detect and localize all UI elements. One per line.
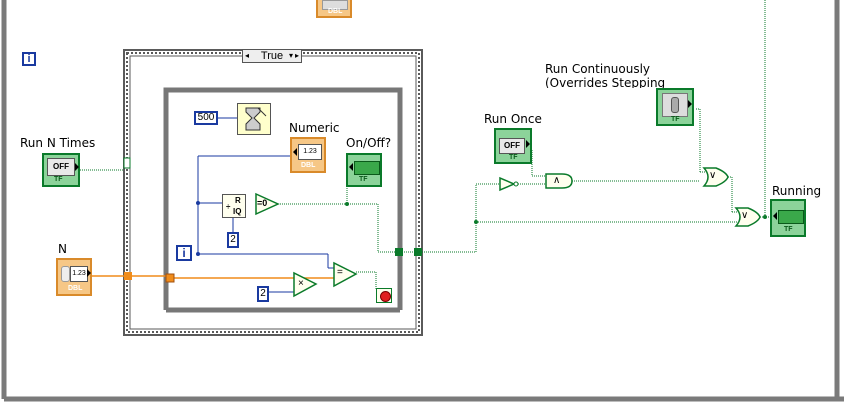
numeric-value: 1.23 [298, 144, 322, 160]
equal-zero-node[interactable] [255, 192, 280, 216]
numeric-arrow-icon [293, 148, 297, 156]
case-tunnel-bool [414, 248, 422, 256]
case-next-icon[interactable]: ▸ [294, 51, 299, 60]
run-once-control[interactable]: OFF TF [494, 128, 532, 164]
numeric-indicator[interactable]: 1.23 DBL [290, 137, 326, 173]
equals-label: = [337, 267, 343, 278]
control-arrow-icon [75, 163, 79, 171]
case-selector-value: True [260, 50, 284, 62]
label-run-continuously-note: (Overrides Stepping [545, 76, 666, 88]
label-numeric: Numeric [289, 121, 340, 135]
stop-condition-terminal[interactable] [376, 288, 392, 303]
label-run-once: Run Once [484, 112, 542, 126]
label-run-continuously: Run Continuously [545, 62, 651, 76]
modulo-constant[interactable]: 2 [227, 232, 239, 248]
toggle-switch-icon [662, 93, 688, 117]
top-dbl-type: DBL [328, 8, 343, 15]
run-once-off-switch: OFF [499, 138, 525, 154]
case-tunnel-n [124, 272, 132, 280]
equals-node[interactable] [333, 261, 358, 288]
case-dropdown-icon[interactable]: ▾ [288, 51, 293, 60]
eq-zero-label: =0 [257, 198, 268, 208]
run-continuously-control[interactable]: TF [656, 88, 694, 126]
top-dbl-terminal[interactable]: DBL [316, 0, 352, 18]
divide-icon: ÷ [226, 202, 231, 211]
run-n-times-type: TF [54, 176, 63, 183]
off-switch: OFF [47, 158, 75, 176]
and-gate[interactable] [545, 173, 573, 189]
n-increment-icon [61, 266, 70, 282]
wire-junctions [196, 201, 767, 256]
wait-ms-icon[interactable] [237, 103, 271, 135]
running-arrow-icon [773, 212, 777, 220]
multiply-node[interactable] [293, 271, 318, 298]
label-on-off: On/Off? [346, 136, 392, 150]
quotient-iq-label: IQ [233, 207, 242, 216]
running-type: TF [784, 226, 793, 233]
and-symbol: ∧ [553, 175, 561, 186]
run-n-times-control[interactable]: OFF TF [42, 153, 80, 187]
n-type: DBL [68, 285, 83, 292]
wait-ms-constant[interactable]: 500 [194, 111, 218, 125]
run-continuously-type: TF [671, 116, 680, 123]
multiplier-constant[interactable]: 2 [257, 286, 269, 302]
or-gate-2[interactable] [734, 207, 761, 227]
outer-loop-index-icon: i [22, 52, 36, 66]
stop-icon [380, 291, 391, 302]
n-value: 1.23 [70, 266, 88, 282]
n-control[interactable]: 1.23 DBL [56, 258, 92, 296]
or-symbol-1: ∨ [709, 170, 717, 181]
case-selector[interactable]: ◂ True ▾ ▸ [242, 49, 302, 63]
run-once-arrow-icon [526, 140, 530, 148]
run-continuously-arrow-icon [688, 100, 692, 108]
wire-bool [80, 108, 770, 290]
on-off-arrow-icon [349, 163, 353, 171]
on-off-indicator[interactable]: TF [346, 153, 382, 187]
multiply-label: × [298, 278, 304, 289]
not-gate[interactable] [499, 176, 519, 192]
while-loop[interactable] [163, 87, 403, 313]
case-prev-icon[interactable]: ◂ [245, 51, 250, 60]
loop-tunnel-bool [395, 248, 403, 256]
led-icon [354, 161, 380, 175]
n-arrow-icon [87, 269, 91, 277]
loop-tunnel-n [165, 273, 175, 283]
numeric-type: DBL [301, 162, 316, 169]
or-symbol-2: ∨ [741, 210, 749, 221]
quotient-remainder-node[interactable]: ÷ R IQ [222, 194, 246, 218]
running-indicator[interactable]: TF [770, 199, 806, 237]
run-once-type: TF [509, 154, 518, 161]
quotient-r-label: R [235, 196, 241, 205]
label-run-n-times: Run N Times [20, 136, 96, 150]
case-tunnel-run-n [123, 157, 131, 169]
label-n: N [58, 242, 67, 256]
loop-iteration-terminal[interactable]: i [176, 245, 192, 261]
on-off-type: TF [359, 176, 368, 183]
or-gate-1[interactable] [702, 167, 729, 187]
label-running: Running [772, 184, 822, 198]
running-led-icon [778, 210, 804, 224]
